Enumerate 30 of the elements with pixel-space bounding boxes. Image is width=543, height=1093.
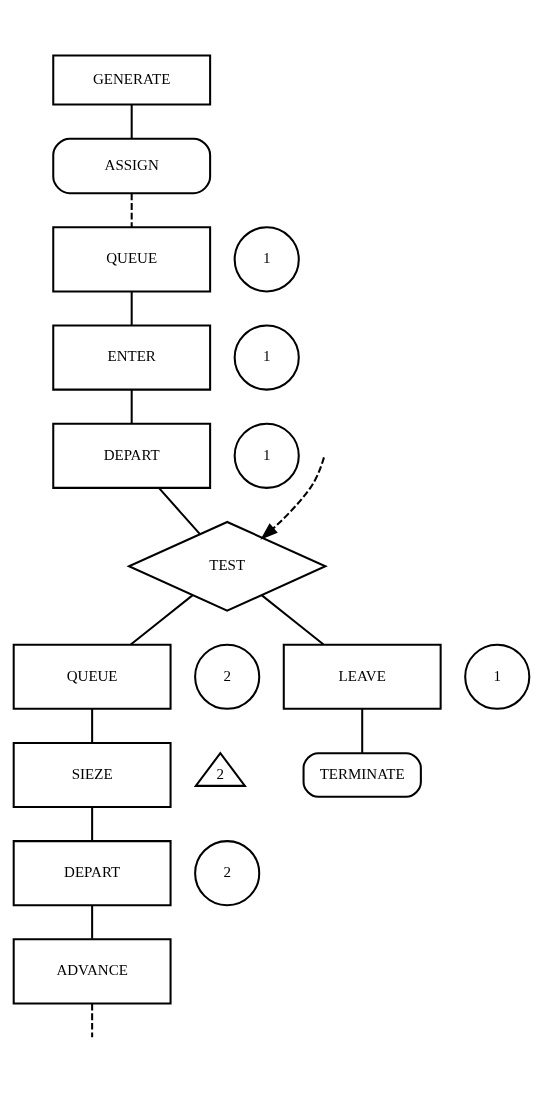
node-box: QUEUE [52,225,212,292]
node-circle: 1 [233,422,300,489]
connector [260,593,325,645]
node-circle: 1 [233,324,300,391]
node-box: QUEUE [12,643,172,710]
node-box: ASSIGN [52,137,212,194]
node-circle: 1 [464,643,531,710]
node-box: GENERATE [52,53,212,106]
node-box: ENTER [52,324,212,391]
arrow [260,456,325,540]
node-box: DEPART [12,839,172,906]
node-box: DEPART [52,422,212,489]
node-circle: 1 [233,225,300,292]
node-box: LEAVE [282,643,442,710]
node-box: TERMINATE [302,751,422,798]
connector [91,1003,94,1037]
connector [91,806,94,840]
node-box: SIEZE [12,741,172,808]
connector [130,104,133,138]
connector [130,389,133,423]
connector [158,487,201,535]
node-box: ADVANCE [12,937,172,1004]
connector [130,593,194,645]
node-circle: 2 [194,643,261,710]
connector [130,193,133,227]
connector [91,904,94,939]
connector [130,291,133,325]
connector [361,708,364,753]
connector [91,708,94,742]
node-circle: 2 [194,839,261,906]
